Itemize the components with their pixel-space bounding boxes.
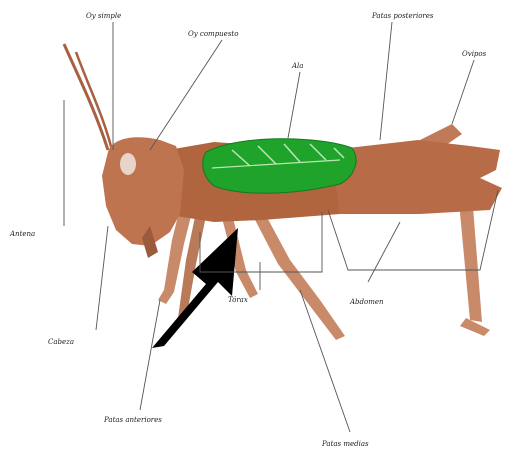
- label-head: Cabeza: [48, 338, 74, 346]
- compound-eye-drawing: [120, 153, 136, 175]
- wing-drawing: [203, 139, 356, 194]
- label-antenna: Antena: [9, 230, 35, 238]
- label-thorax: Tórax: [228, 296, 248, 304]
- antenna-drawing: [64, 44, 112, 150]
- middle-leg-drawing: [222, 208, 345, 340]
- label-ovipositor: Ovipos: [462, 50, 487, 58]
- label-hind-wings: Patas posteriores: [371, 12, 434, 20]
- label-wing: Ala: [291, 62, 303, 70]
- label-abdomen: Abdomen: [349, 298, 384, 306]
- label-simple-eye: Oy simple: [86, 12, 121, 20]
- head-body: [102, 137, 184, 246]
- label-compound-eye: Oy compuesto: [188, 30, 238, 38]
- label-front-legs: Patas anteriores: [103, 416, 162, 424]
- label-middle-legs: Patas medias: [321, 440, 369, 448]
